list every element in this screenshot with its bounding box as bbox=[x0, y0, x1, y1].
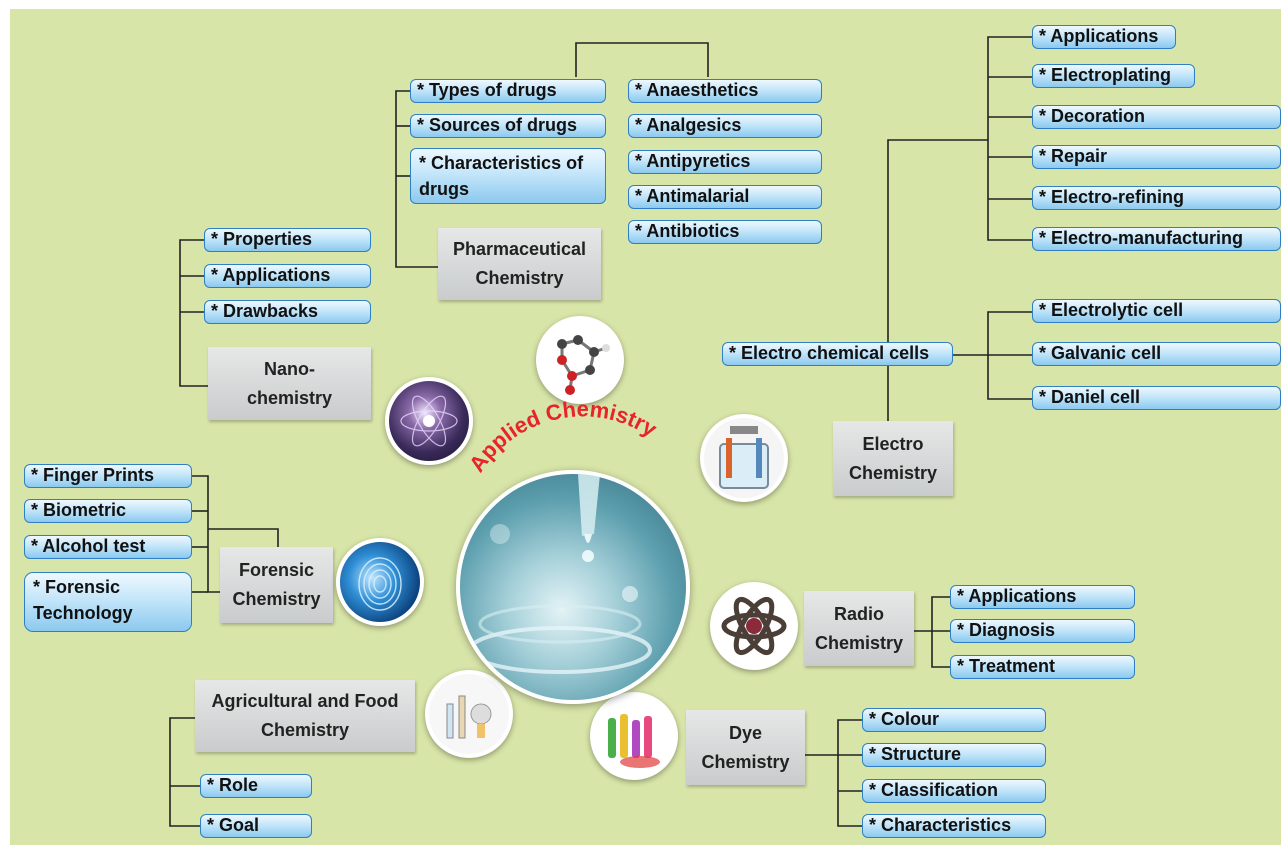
nano-item-applications: * Applications bbox=[204, 264, 371, 288]
electro-chemistry-label: Electro Chemistry bbox=[833, 421, 953, 496]
cell-electrolytic: * Electrolytic cell bbox=[1032, 299, 1281, 323]
pharma-item-sources: * Sources of drugs bbox=[410, 114, 606, 138]
radio-item-treatment: * Treatment bbox=[950, 655, 1135, 679]
forensic-item-technology: * Forensic Technology bbox=[24, 572, 192, 632]
electro-chemical-cells: * Electro chemical cells bbox=[722, 342, 953, 366]
agri-chemistry-label: Agricultural and Food Chemistry bbox=[195, 680, 415, 752]
drug-type-analgesics: * Analgesics bbox=[628, 114, 822, 138]
atom-orbit-icon bbox=[385, 377, 473, 465]
dye-chemistry-label: Dye Chemistry bbox=[686, 710, 805, 785]
fingerprint-icon bbox=[336, 538, 424, 626]
test-tube-dropper-icon bbox=[456, 470, 690, 704]
electro-app-decoration: * Decoration bbox=[1032, 105, 1281, 129]
electrolysis-icon bbox=[700, 414, 788, 502]
dye-item-colour: * Colour bbox=[862, 708, 1046, 732]
dye-item-characteristics: * Characteristics bbox=[862, 814, 1046, 838]
pharma-item-types: * Types of drugs bbox=[410, 79, 606, 103]
radioactive-atom-icon bbox=[710, 582, 798, 670]
forensic-item-finger-prints: * Finger Prints bbox=[24, 464, 192, 488]
dye-item-classification: * Classification bbox=[862, 779, 1046, 803]
molecule-icon bbox=[536, 316, 624, 404]
pharma-chemistry-label: Pharmaceutical Chemistry bbox=[438, 228, 601, 300]
radio-item-applications: * Applications bbox=[950, 585, 1135, 609]
drug-type-antimalarial: * Antimalarial bbox=[628, 185, 822, 209]
electro-app-electro-refining: * Electro-refining bbox=[1032, 186, 1281, 210]
drug-type-antipyretics: * Antipyretics bbox=[628, 150, 822, 174]
agri-item-role: * Role bbox=[200, 774, 312, 798]
cell-daniel: * Daniel cell bbox=[1032, 386, 1281, 410]
forensic-item-alcohol-test: * Alcohol test bbox=[24, 535, 192, 559]
drug-type-anaesthetics: * Anaesthetics bbox=[628, 79, 822, 103]
agri-item-goal: * Goal bbox=[200, 814, 312, 838]
electro-app-repair: * Repair bbox=[1032, 145, 1281, 169]
forensic-chemistry-label: Forensic Chemistry bbox=[220, 547, 333, 623]
dye-item-structure: * Structure bbox=[862, 743, 1046, 767]
forensic-item-biometric: * Biometric bbox=[24, 499, 192, 523]
drug-type-antibiotics: * Antibiotics bbox=[628, 220, 822, 244]
nano-item-properties: * Properties bbox=[204, 228, 371, 252]
nano-item-drawbacks: * Drawbacks bbox=[204, 300, 371, 324]
lab-equipment-icon bbox=[425, 670, 513, 758]
cell-galvanic: * Galvanic cell bbox=[1032, 342, 1281, 366]
radio-chemistry-label: Radio Chemistry bbox=[804, 591, 914, 666]
dye-tubes-icon bbox=[590, 692, 678, 780]
pharma-item-characteristics: * Characteristics of drugs bbox=[410, 148, 606, 204]
nano-chemistry-label: Nano-chemistry bbox=[208, 347, 371, 420]
radio-item-diagnosis: * Diagnosis bbox=[950, 619, 1135, 643]
electro-app-electroplating: * Electroplating bbox=[1032, 64, 1195, 88]
electro-app-applications: * Applications bbox=[1032, 25, 1176, 49]
electro-app-electro-manufacturing: * Electro-manufacturing bbox=[1032, 227, 1281, 251]
